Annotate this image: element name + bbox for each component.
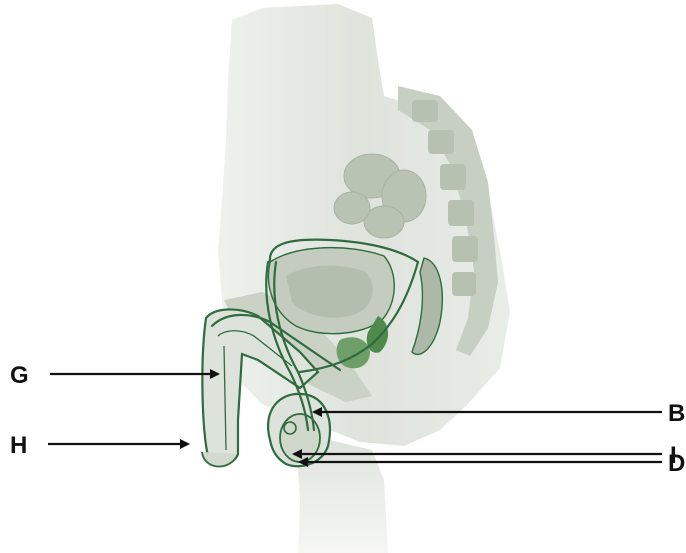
- label-d: D: [668, 450, 685, 477]
- label-h: H: [10, 432, 27, 459]
- label-g: G: [10, 362, 29, 389]
- label-b: B: [668, 400, 685, 427]
- scrotum-testis: [268, 394, 330, 466]
